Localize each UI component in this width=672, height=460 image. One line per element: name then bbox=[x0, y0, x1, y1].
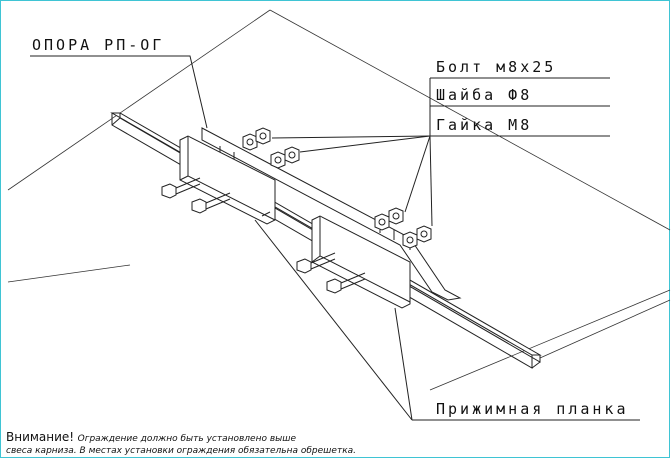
note-line-1: Внимание! Ограждение должно быть установ… bbox=[6, 430, 296, 444]
note-line-2: свеса карниза. В местах установки огражд… bbox=[6, 446, 357, 456]
label-clamp-bar: Прижимная планка bbox=[436, 400, 629, 418]
label-bolt: Болт м8х25 bbox=[436, 58, 557, 76]
clamp-bar-1 bbox=[179, 135, 276, 225]
label-washer: Шайба Ф8 bbox=[436, 86, 533, 104]
support-plate bbox=[201, 127, 462, 301]
bolts bbox=[161, 177, 366, 294]
label-support: ОПОРА РП-ОГ bbox=[32, 36, 165, 54]
note-prefix: Внимание! bbox=[6, 430, 75, 444]
label-nut: Гайка М8 bbox=[436, 116, 533, 134]
leader-lines bbox=[30, 55, 640, 421]
nuts-and-washers bbox=[242, 127, 432, 249]
note-text-1: Ограждение должно быть установлено выше bbox=[77, 434, 297, 444]
clamp-bar-2 bbox=[311, 215, 411, 309]
roof-surface bbox=[7, 9, 671, 391]
